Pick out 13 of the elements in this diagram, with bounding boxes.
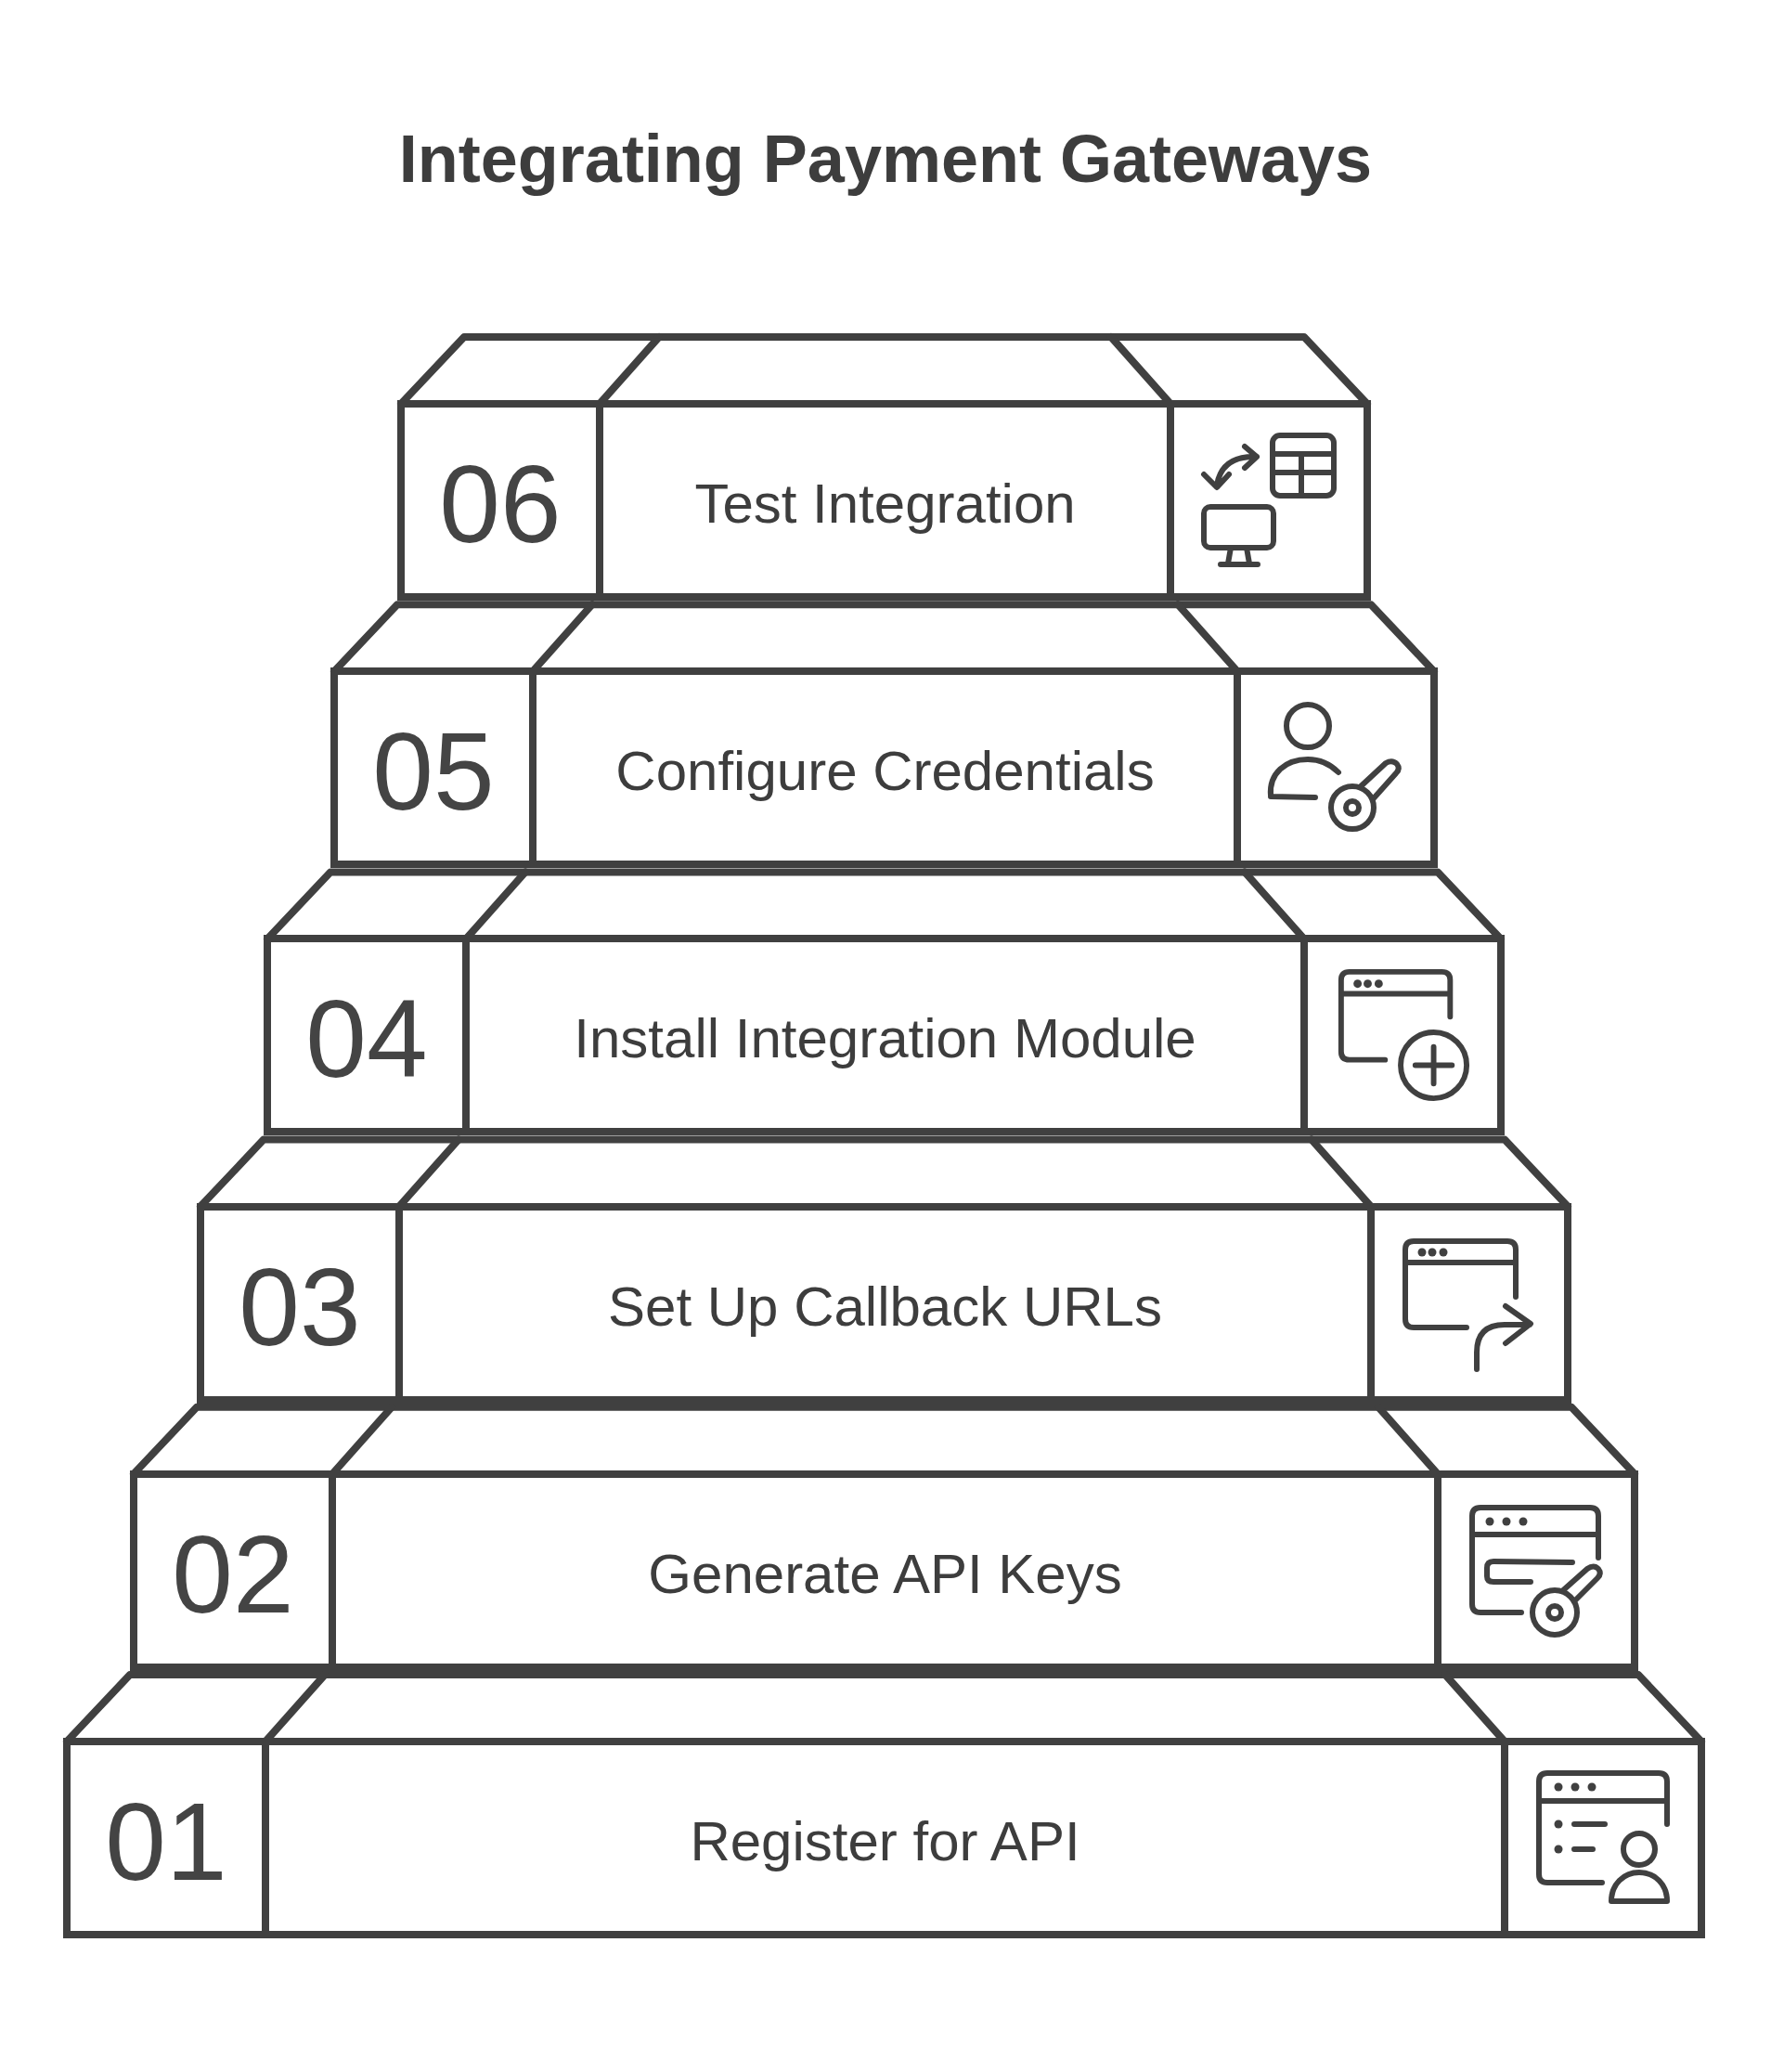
step-label: Test Integration [694,472,1076,537]
step-label: Set Up Callback URLs [608,1274,1162,1340]
step-label: Configure Credentials [615,739,1155,805]
step-number: 04 [305,981,428,1097]
step-number: 06 [439,447,562,562]
step-label: Register for API [690,1809,1080,1874]
step-label: Generate API Keys [648,1541,1122,1607]
step-number: 05 [372,714,495,830]
step-number: 02 [172,1516,294,1632]
step-number: 03 [239,1249,361,1365]
step-number: 01 [105,1784,227,1899]
step-label: Install Integration Module [574,1006,1196,1072]
diagram-title: Integrating Payment Gateways [398,122,1373,196]
